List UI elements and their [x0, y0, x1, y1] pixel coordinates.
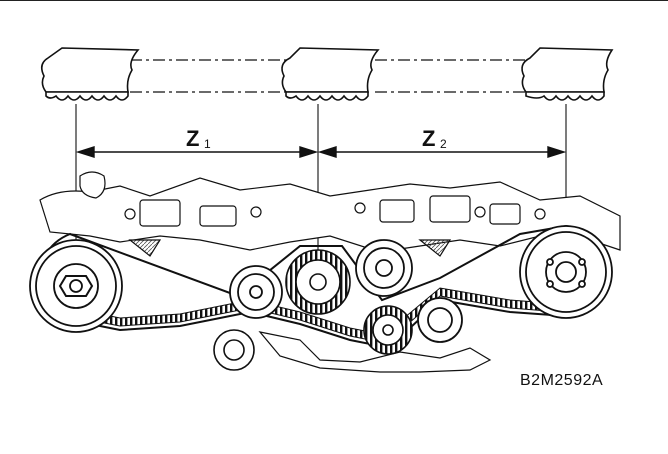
lower-sprocket	[363, 305, 413, 355]
z1-subscript: 1	[204, 137, 211, 151]
top-border-line	[0, 0, 668, 1]
tensioner-pulley	[417, 297, 463, 343]
belt-section-right	[521, 47, 614, 101]
z2-subscript: 2	[440, 137, 447, 151]
dimension-z2	[317, 146, 567, 158]
z2-label: Z	[422, 126, 435, 151]
right-cam-sprocket	[519, 225, 613, 319]
reference-line	[130, 59, 535, 93]
engine-block	[39, 171, 621, 373]
crankshaft-sprocket	[285, 249, 351, 315]
dimension-z1	[75, 146, 319, 158]
water-pump-pulley	[213, 329, 255, 371]
z1-label: Z	[186, 126, 199, 151]
idler-pulley-left	[229, 265, 283, 319]
belt-section-left	[40, 47, 140, 101]
figure-code: B2M2592A	[520, 372, 604, 389]
idler-pulley-right	[355, 239, 413, 297]
left-cam-sprocket	[29, 239, 123, 333]
belt-section-center	[281, 47, 380, 101]
